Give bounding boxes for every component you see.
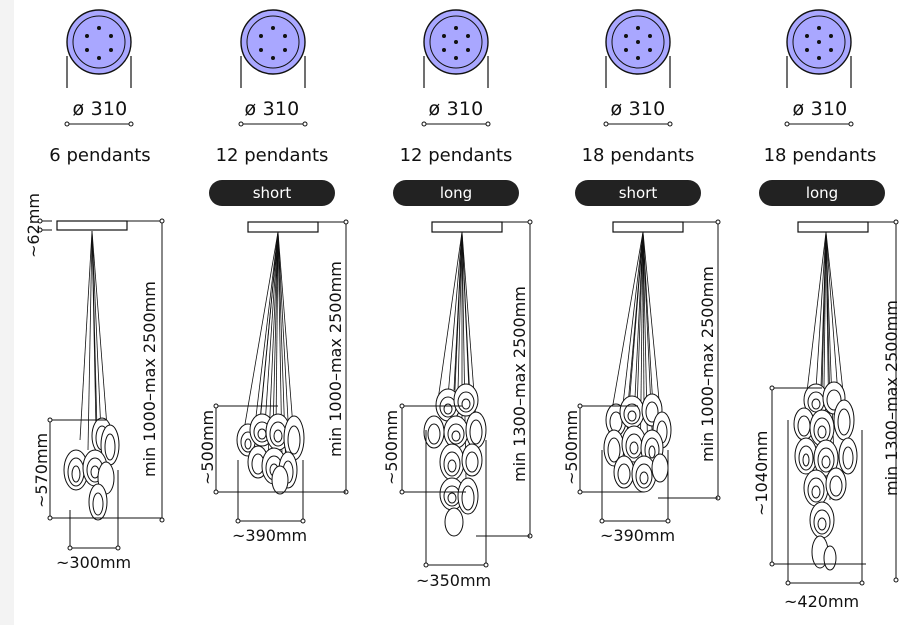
cluster-width-label: ~390mm <box>600 526 676 545</box>
variant-badge: long <box>759 180 885 206</box>
diameter-label: ø 310 <box>792 98 848 120</box>
variant-badge: short <box>209 180 335 206</box>
pendant-drawing <box>399 219 533 568</box>
column-12-pendants-short: ø 310 12 pendants short <box>182 0 362 625</box>
cluster-height-label: ~500mm <box>382 409 401 485</box>
diameter-label: ø 310 <box>244 98 300 120</box>
canopy-top-view <box>784 9 854 127</box>
pendant-count-label: 12 pendants <box>215 145 329 166</box>
pendant-count-label: 6 pendants <box>49 145 151 166</box>
canopy-top-view <box>603 9 673 127</box>
canopy-top-view <box>238 9 308 127</box>
cluster-height-label: ~570mm <box>32 432 51 508</box>
variant-badge: long <box>393 180 519 206</box>
height-range-label: min 1000–max 2500mm <box>140 281 159 477</box>
pendant-drawing <box>37 218 165 551</box>
canopy-top-view <box>64 9 134 127</box>
cluster-width-label: ~390mm <box>232 526 308 545</box>
canopy-height-label: ~62mm <box>24 193 43 258</box>
height-range-label: min 1300–max 2500mm <box>510 286 529 482</box>
diameter-label: ø 310 <box>72 98 128 120</box>
height-range-label: min 1300–max 2500mm <box>882 300 901 496</box>
height-range-label: min 1000–max 2500mm <box>698 266 717 462</box>
diameter-label: ø 310 <box>610 98 666 120</box>
pendant-count-label: 12 pendants <box>399 145 513 166</box>
pendant-drawing <box>577 219 721 524</box>
diameter-label: ø 310 <box>428 98 484 120</box>
column-18-pendants-short: ø 310 18 pendants short <box>548 0 728 625</box>
pendant-drawing <box>213 219 349 524</box>
pendant-count-label: 18 pendants <box>763 145 877 166</box>
column-18-pendants-long: ø 310 18 pendants long <box>726 0 906 625</box>
cluster-height-label: ~1040mm <box>752 430 771 516</box>
pendant-drawing <box>769 219 899 586</box>
column-6-pendants: ø 310 6 pendants <box>10 0 190 625</box>
pendant-count-label: 18 pendants <box>581 145 695 166</box>
canopy-top-view <box>421 9 491 127</box>
cluster-width-label: ~420mm <box>784 592 860 611</box>
height-range-label: min 1000–max 2500mm <box>326 261 345 457</box>
left-margin-strip <box>0 0 14 625</box>
cluster-height-label: ~500mm <box>562 409 581 485</box>
column-12-pendants-long: ø 310 12 pendants long <box>366 0 546 625</box>
cluster-width-label: ~350mm <box>416 571 492 590</box>
variant-badge: short <box>575 180 701 206</box>
cluster-width-label: ~300mm <box>56 553 132 572</box>
cluster-height-label: ~500mm <box>198 409 217 485</box>
